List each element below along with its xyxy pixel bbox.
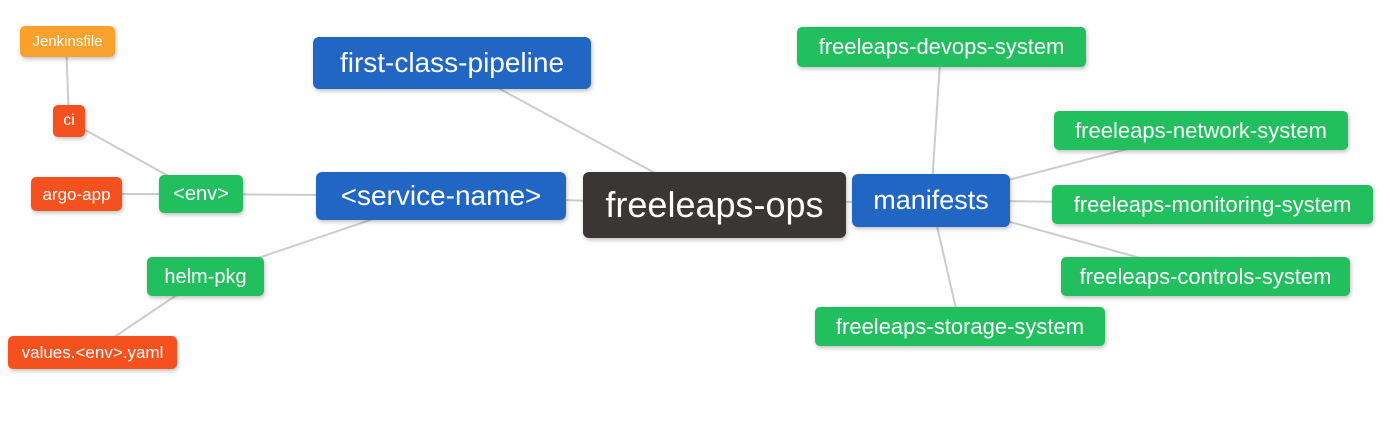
node-env[interactable]: <env> [159, 175, 243, 213]
node-helm-pkg[interactable]: helm-pkg [147, 257, 264, 296]
node-freeleaps-ops-root[interactable]: freeleaps-ops [583, 172, 846, 238]
node-manifests[interactable]: manifests [852, 174, 1010, 227]
node-freeleaps-network-system[interactable]: freeleaps-network-system [1054, 111, 1348, 150]
node-freeleaps-controls-system[interactable]: freeleaps-controls-system [1061, 257, 1350, 296]
node-freeleaps-storage-system[interactable]: freeleaps-storage-system [815, 307, 1105, 346]
node-service-name[interactable]: <service-name> [316, 172, 566, 220]
node-freeleaps-monitoring-system[interactable]: freeleaps-monitoring-system [1052, 185, 1373, 224]
node-ci[interactable]: ci [53, 105, 85, 137]
node-values-env-yaml[interactable]: values.<env>.yaml [8, 336, 177, 369]
node-first-class-pipeline[interactable]: first-class-pipeline [313, 37, 591, 89]
node-argo-app[interactable]: argo-app [31, 177, 122, 211]
node-jenkinsfile[interactable]: Jenkinsfile [20, 26, 115, 57]
node-freeleaps-devops-system[interactable]: freeleaps-devops-system [797, 27, 1086, 67]
